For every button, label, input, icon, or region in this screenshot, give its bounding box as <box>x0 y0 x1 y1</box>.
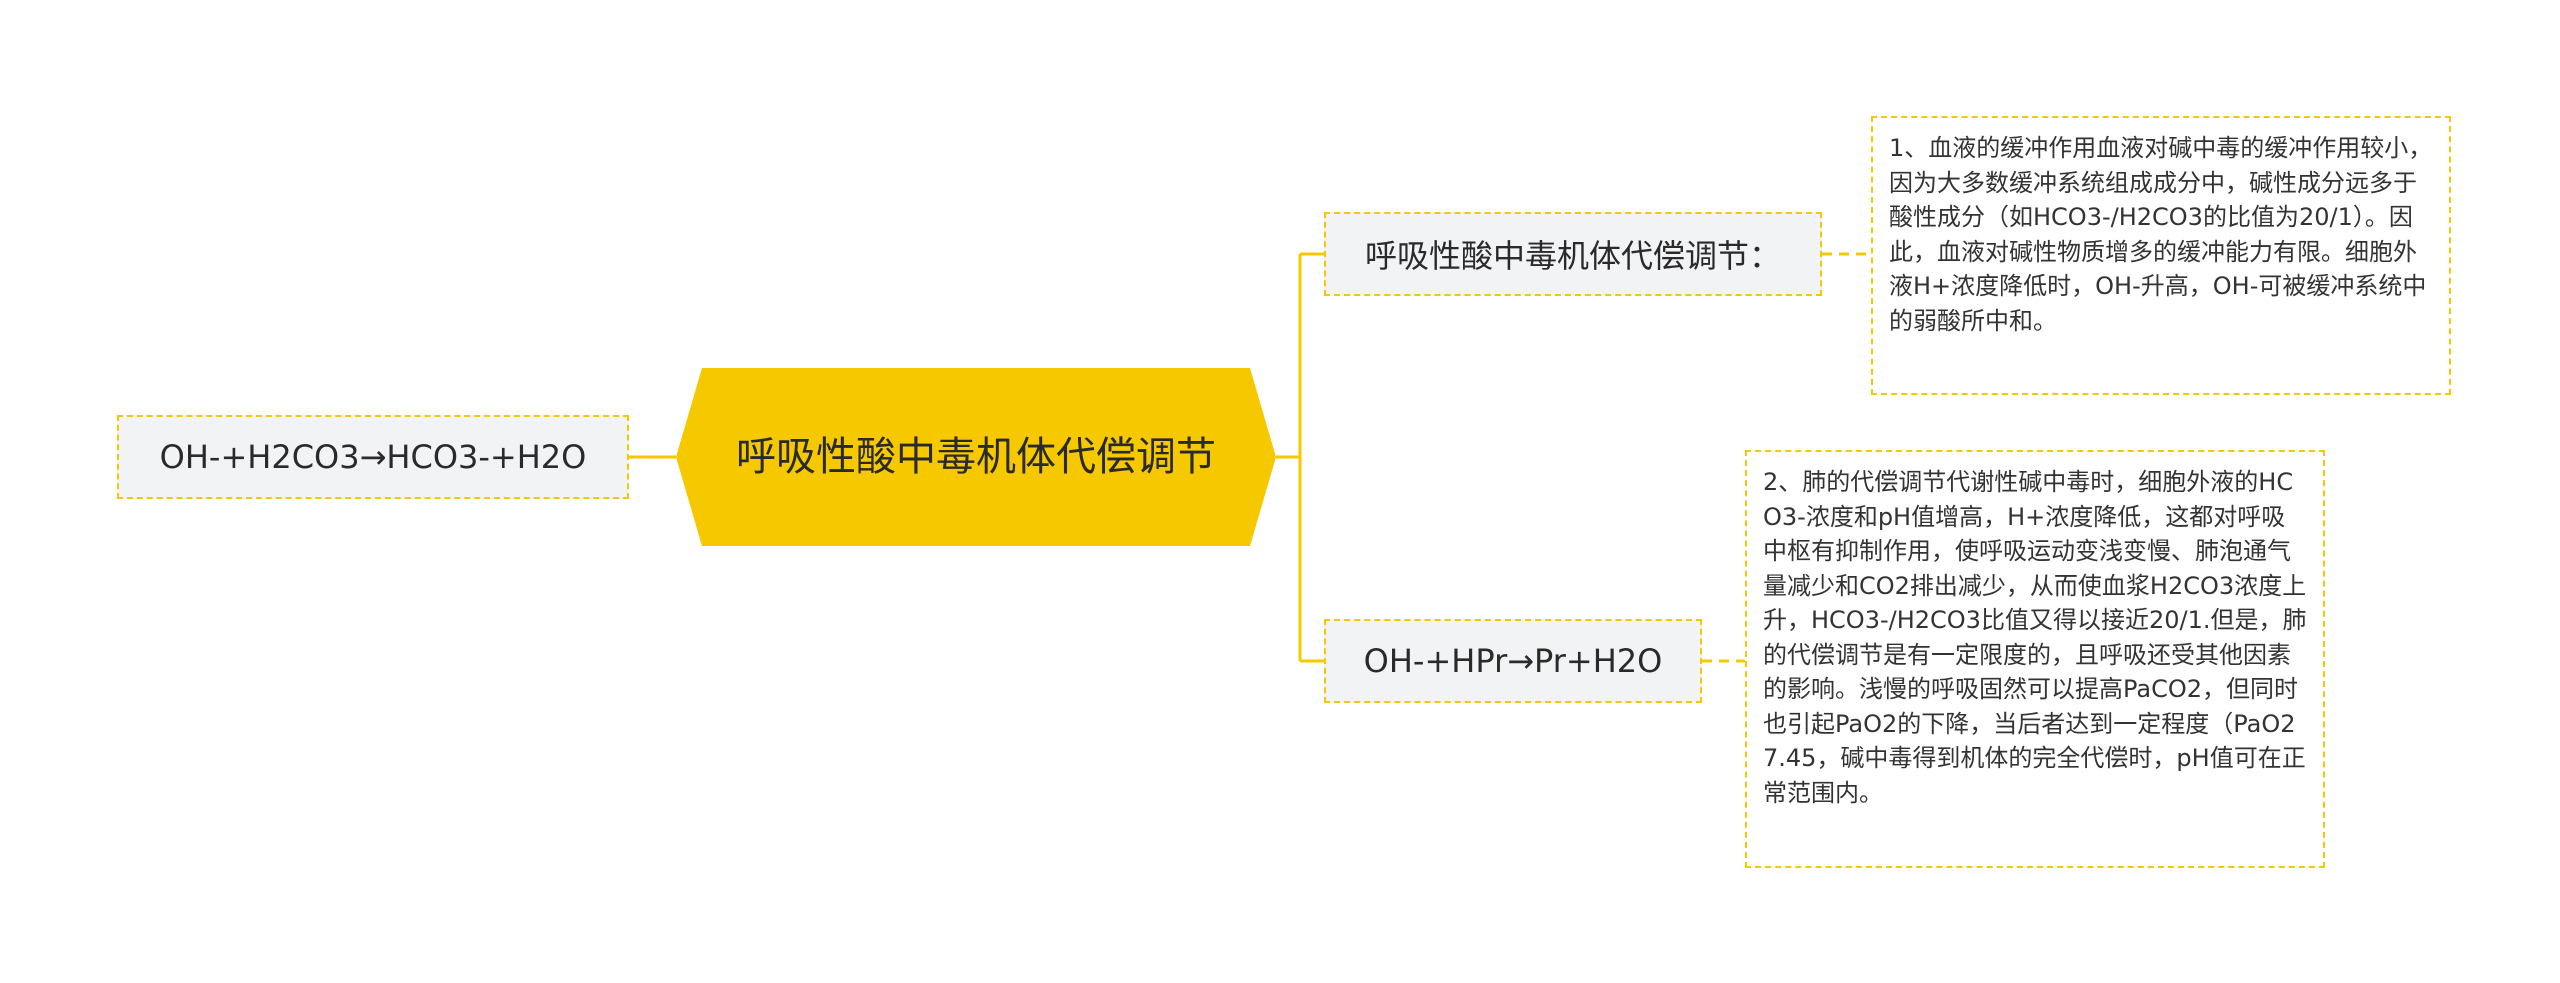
right-topic-1-label: 呼吸性酸中毒机体代偿调节： <box>1364 237 1781 275</box>
left-topic-label: OH-+H2CO3→HCO3-+H2O <box>159 438 587 476</box>
right-topic-2-label: OH-+HPr→Pr+H2O <box>1363 642 1663 680</box>
root-topic-label: 呼吸性酸中毒机体代偿调节 <box>736 434 1216 480</box>
note-card-1-text: 1、血液的缓冲作用血液对碱中毒的缓冲作用较小，因为大多数缓冲系统组成成分中，碱性… <box>1889 134 2433 335</box>
connector-root-trunk <box>1276 254 1302 661</box>
root-topic[interactable]: 呼吸性酸中毒机体代偿调节 <box>676 368 1276 546</box>
note-card-2-text: 2、肺的代偿调节代谢性碱中毒时，细胞外液的HCO3-浓度和pH值增高，H+浓度降… <box>1763 468 2307 807</box>
right-topic-2[interactable]: OH-+HPr→Pr+H2O <box>1324 619 1702 703</box>
note-card-1[interactable]: 1、血液的缓冲作用血液对碱中毒的缓冲作用较小，因为大多数缓冲系统组成成分中，碱性… <box>1871 116 2451 395</box>
left-topic[interactable]: OH-+H2CO3→HCO3-+H2O <box>117 415 629 499</box>
note-card-2[interactable]: 2、肺的代偿调节代谢性碱中毒时，细胞外液的HCO3-浓度和pH值增高，H+浓度降… <box>1745 450 2325 868</box>
right-topic-1[interactable]: 呼吸性酸中毒机体代偿调节： <box>1324 212 1822 296</box>
